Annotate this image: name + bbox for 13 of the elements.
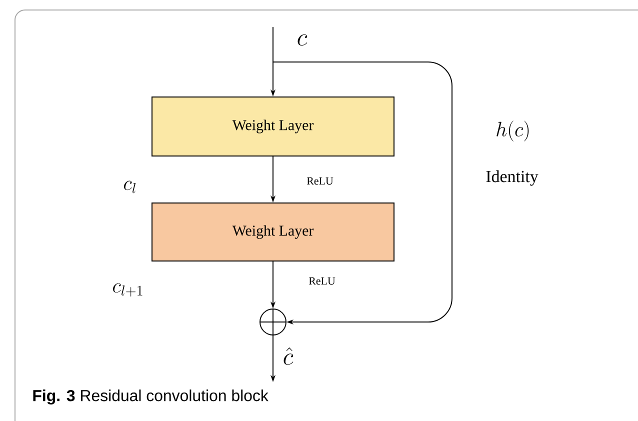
edge-label: ReLU — [308, 277, 336, 285]
sum-symbol — [259, 308, 287, 336]
edge-label: $\hat{c}$ — [284, 347, 294, 365]
layer-box: Weight Layer — [152, 96, 394, 156]
math-label: $c_l$ — [124, 180, 136, 194]
math-label: $h(c)$ — [496, 120, 529, 142]
math-label: $c_{l+1}$ — [113, 283, 142, 297]
label: Identity — [486, 170, 538, 186]
edge-label: $c$ — [298, 34, 308, 46]
arrow — [272, 62, 452, 325]
caption: Fig. 3 Residual convolution block — [33, 390, 268, 404]
edge-label: ReLU — [306, 177, 334, 185]
layer-box: Weight Layer — [152, 202, 394, 262]
